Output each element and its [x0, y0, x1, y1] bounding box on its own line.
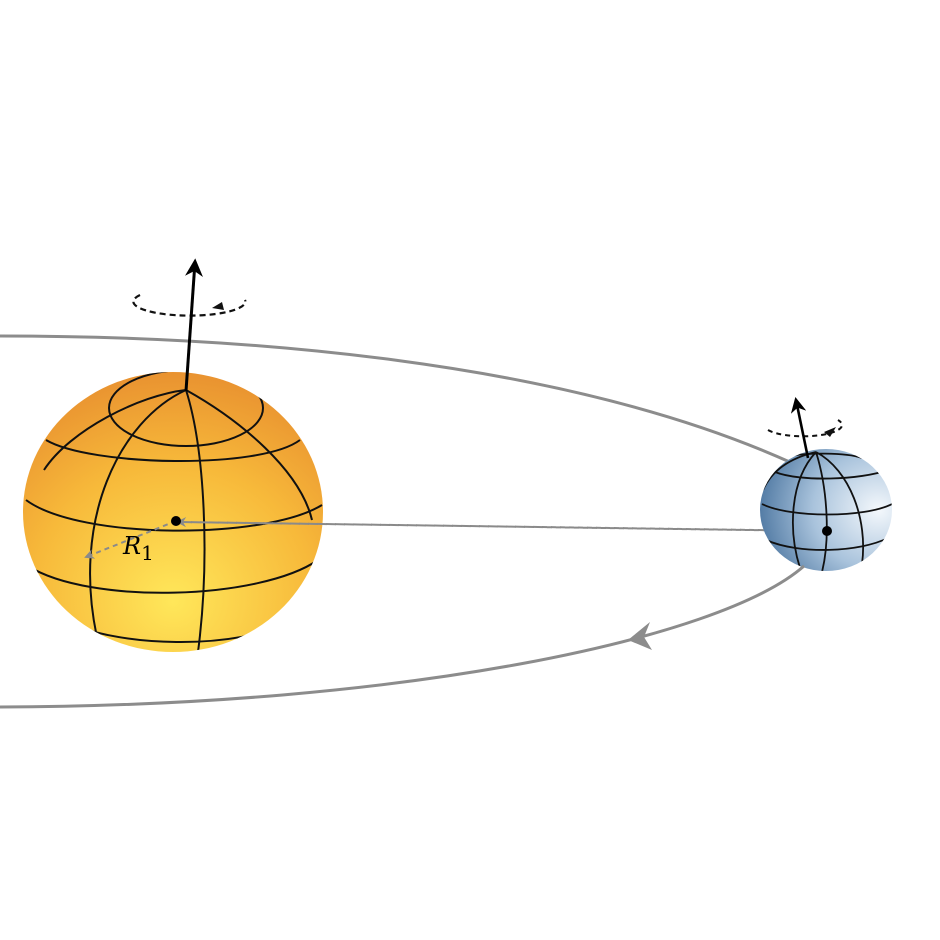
primary-center-dot	[171, 516, 181, 526]
center-connector-return	[177, 521, 820, 536]
radius-label: R1	[122, 532, 154, 565]
spin-arrow-icon	[824, 427, 836, 437]
primary-spin-indicator	[132, 258, 247, 392]
radius-line	[84, 520, 177, 559]
primary-spin-axis	[184, 258, 203, 392]
primary-spin-ring	[132, 294, 247, 317]
arrowhead-icon	[628, 622, 652, 650]
primary-star	[23, 372, 323, 652]
secondary-spin-axis	[790, 396, 810, 459]
spin-arrow-icon	[212, 302, 224, 310]
orbit-path-front	[0, 564, 805, 709]
secondary-spin-indicator	[767, 396, 843, 459]
orbit-path-back	[0, 334, 793, 465]
secondary-center-dot	[822, 526, 832, 536]
secondary-star	[760, 449, 892, 571]
secondary-spin-ring	[767, 419, 843, 438]
